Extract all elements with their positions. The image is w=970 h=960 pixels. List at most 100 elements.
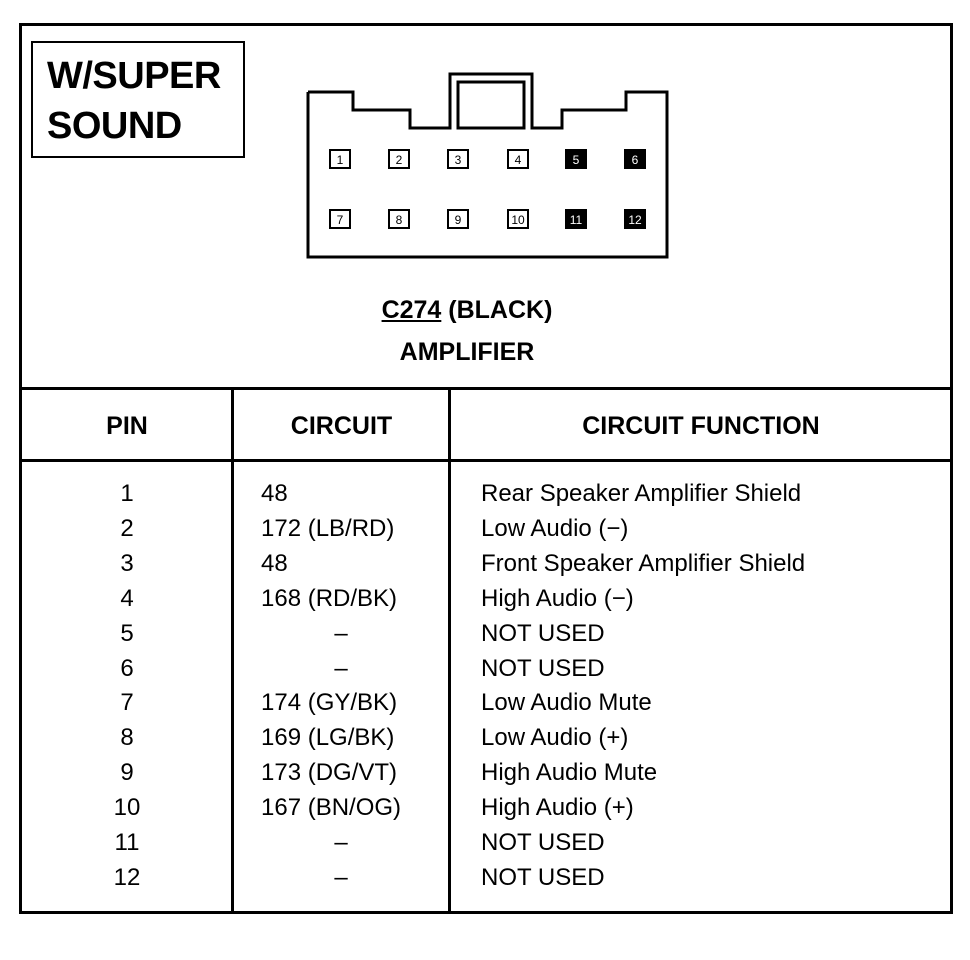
connector-pin-9: 9 [447, 209, 469, 229]
circuit-cell: – [334, 654, 348, 682]
connector-latch [456, 80, 526, 130]
connector-title: C274 (BLACK) [0, 296, 934, 325]
header-bottom-rule [19, 459, 953, 462]
header-pin: PIN [106, 412, 148, 440]
pin-number-label: 6 [632, 153, 639, 167]
connector-component: AMPLIFIER [399, 338, 535, 366]
pin-number-label: 3 [455, 153, 462, 167]
table-row: 9 173 (DG/VT) High Audio Mute [22, 759, 950, 794]
pin-cell: 6 [120, 654, 134, 682]
connector-pin-5: 5 [565, 149, 587, 169]
variant-tag-line2: SOUND [47, 105, 182, 147]
circuit-cell: – [334, 829, 348, 856]
circuit-cell: 167 (BN/OG) [261, 794, 402, 822]
column-divider-2 [448, 388, 451, 911]
pin-cavity [507, 209, 529, 229]
connector-pin-10: 10 [507, 209, 529, 229]
function-cell: High Audio Mute [481, 759, 658, 787]
table-row: 6 – NOT USED [22, 655, 950, 690]
diagram-frame [19, 23, 953, 914]
connector-color: (BLACK) [448, 296, 553, 324]
pin-cell: 2 [120, 514, 134, 542]
pin-row-top: 1 2 3 4 5 6 [329, 149, 646, 169]
function-cell: NOT USED [481, 619, 605, 647]
column-divider-1 [231, 388, 234, 911]
function-cell: High Audio (+) [481, 794, 634, 822]
pin-cell: 11 [114, 829, 140, 856]
function-cell: Low Audio (+) [481, 724, 629, 752]
circuit-cell: 169 (LG/BK) [261, 724, 395, 752]
pin-number-label: 5 [573, 153, 580, 167]
variant-tag-line1: W/SUPER [47, 55, 221, 97]
table-row: 12 – NOT USED [22, 864, 950, 899]
pin-cell: 1 [120, 480, 134, 507]
pin-number-label: 2 [396, 153, 403, 167]
function-cell: NOT USED [481, 829, 605, 856]
pin-cavity [388, 209, 410, 229]
pin-number-label: 12 [628, 213, 642, 227]
header-circuit: CIRCUIT [290, 412, 393, 440]
circuit-cell: 174 (GY/BK) [261, 689, 398, 717]
connector-pin-3: 3 [447, 149, 469, 169]
pin-cell: 4 [120, 584, 134, 612]
pin-number-label: 4 [515, 153, 522, 167]
pin-cavity [507, 149, 529, 169]
connector-pin-6: 6 [624, 149, 646, 169]
circuit-cell: 168 (RD/BK) [261, 584, 398, 612]
pin-cavity [447, 209, 469, 229]
pin-cell: 3 [120, 549, 134, 577]
pin-cavity [329, 149, 351, 169]
table-row: 5–NOT USED [22, 620, 950, 655]
connector-pin-8: 8 [388, 209, 410, 229]
circuit-cell: 48 [261, 549, 288, 577]
pin-cell: 10 [113, 794, 141, 822]
pin-cell: 9 [120, 759, 134, 787]
pin-cell: 7 [120, 689, 134, 717]
pin-number-label: 9 [455, 213, 462, 227]
function-cell: Rear Speaker Amplifier Shield [481, 480, 802, 507]
pin-cavity [565, 149, 587, 169]
pin-number-label: 11 [570, 213, 583, 227]
pin-cavity [624, 149, 646, 169]
table-row: 4 168 (RD/BK) High Audio (−) [22, 585, 950, 620]
table-row: 7 174 (GY/BK) Low Audio Mute [22, 689, 950, 724]
circuit-cell: 173 (DG/VT) [261, 759, 398, 787]
table-row: 8 169 (LG/BK) Low Audio (+) [22, 724, 950, 759]
table-row: 3 48 Front Speaker Amplifier Shield [22, 550, 950, 585]
function-cell: NOT USED [481, 863, 605, 891]
connector-pin-1: 1 [329, 149, 351, 169]
pin-number-label: 1 [337, 153, 344, 167]
table-row: 11 – NOT USED [22, 829, 950, 864]
pin-cavity [329, 209, 351, 229]
variant-tag: W/SUPER SOUND [31, 41, 245, 158]
pin-cavity [388, 149, 410, 169]
pin-cavity [447, 149, 469, 169]
function-cell: Front Speaker Amplifier Shield [481, 549, 806, 577]
connector-pin-4: 4 [507, 149, 529, 169]
circuit-cell: – [334, 619, 348, 647]
table-row: 2 172 (LB/RD) Low Audio (−) [22, 515, 950, 550]
table-row: 10 167 (BN/OG) High Audio (+) [22, 794, 950, 829]
function-cell: Low Audio Mute [481, 689, 652, 717]
pin-cell: 12 [113, 863, 141, 891]
connector-pin-7: 7 [329, 209, 351, 229]
function-cell: Low Audio (−) [481, 514, 629, 542]
pin-number-label: 7 [337, 213, 344, 227]
circuit-cell: 48 [261, 480, 288, 507]
function-cell: High Audio (−) [481, 584, 634, 612]
header-circuit-function: CIRCUIT FUNCTION [582, 412, 820, 440]
table-row: 1 48 Rear Speaker Amplifier Shield [22, 480, 950, 515]
function-cell: NOT USED [481, 654, 605, 682]
circuit-cell: – [334, 863, 348, 891]
pin-cavity [624, 209, 646, 229]
connector-outline [306, 72, 669, 259]
connector-pin-12: 12 [624, 209, 646, 229]
circuit-cell: 172 (LB/RD) [261, 514, 395, 542]
pin-number-label: 10 [511, 213, 525, 227]
pin-cavity [565, 209, 587, 229]
pin-number-label: 8 [396, 213, 403, 227]
connector-pin-11: 11 [565, 209, 587, 229]
pin-row-bottom: 7 8 9 10 11 12 [329, 209, 646, 229]
pin-cell: 8 [120, 724, 134, 752]
